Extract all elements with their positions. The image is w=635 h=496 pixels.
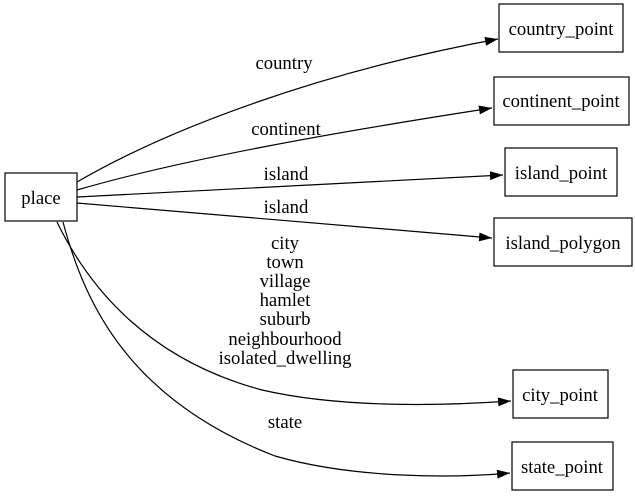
node-island-point-label: island_point xyxy=(515,163,608,184)
edge-label-country: country xyxy=(255,53,313,74)
edge-label-island-polygon: island xyxy=(264,197,309,218)
edge-label-island-point: island xyxy=(264,164,309,185)
edge-label-city-line-1: town xyxy=(266,252,304,273)
nodes: place country_point continent_point isla… xyxy=(4,3,633,491)
edge-labels: country continent island island city tow… xyxy=(219,53,352,433)
edge-label-state: state xyxy=(268,412,302,433)
edge-place-continent-point xyxy=(76,105,493,191)
node-place: place xyxy=(4,172,78,222)
edge-label-city-block: city town village hamlet suburb neighbou… xyxy=(219,233,352,369)
node-island-point: island_point xyxy=(504,147,618,197)
edge-label-city-line-5: neighbourhood xyxy=(228,329,342,350)
node-continent-point: continent_point xyxy=(493,76,630,126)
edges xyxy=(56,36,512,479)
edge-label-continent: continent xyxy=(251,119,321,140)
edge-label-city-line-2: village xyxy=(260,271,311,292)
edge-label-city-line-3: hamlet xyxy=(260,290,312,311)
edge-place-island-polygon xyxy=(76,202,493,242)
node-place-box xyxy=(4,172,78,222)
node-country-point: country_point xyxy=(498,3,624,53)
node-continent-point-box xyxy=(493,76,630,126)
node-country-point-label: country_point xyxy=(509,19,615,40)
node-city-point-box xyxy=(512,369,609,419)
node-country-point-box xyxy=(498,3,624,53)
edge-label-city-line-6: isolated_dwelling xyxy=(219,348,352,369)
node-city-point-label: city_point xyxy=(522,385,599,406)
node-continent-point-label: continent_point xyxy=(502,91,620,112)
edge-label-city-line-0: city xyxy=(271,233,300,254)
node-place-label: place xyxy=(21,188,60,209)
node-island-polygon-box xyxy=(493,217,633,267)
node-island-point-box xyxy=(504,147,618,197)
node-state-point-label: state_point xyxy=(521,457,604,478)
node-state-point: state_point xyxy=(511,441,614,491)
edge-place-city-point xyxy=(56,221,512,407)
node-city-point: city_point xyxy=(512,369,609,419)
node-state-point-box xyxy=(511,441,614,491)
edge-place-island-point xyxy=(76,171,504,198)
edge-label-city-line-4: suburb xyxy=(260,309,311,330)
node-island-polygon: island_polygon xyxy=(493,217,633,267)
edge-place-state-point xyxy=(62,221,511,479)
node-island-polygon-label: island_polygon xyxy=(505,233,621,254)
edge-place-country-point xyxy=(76,36,499,183)
